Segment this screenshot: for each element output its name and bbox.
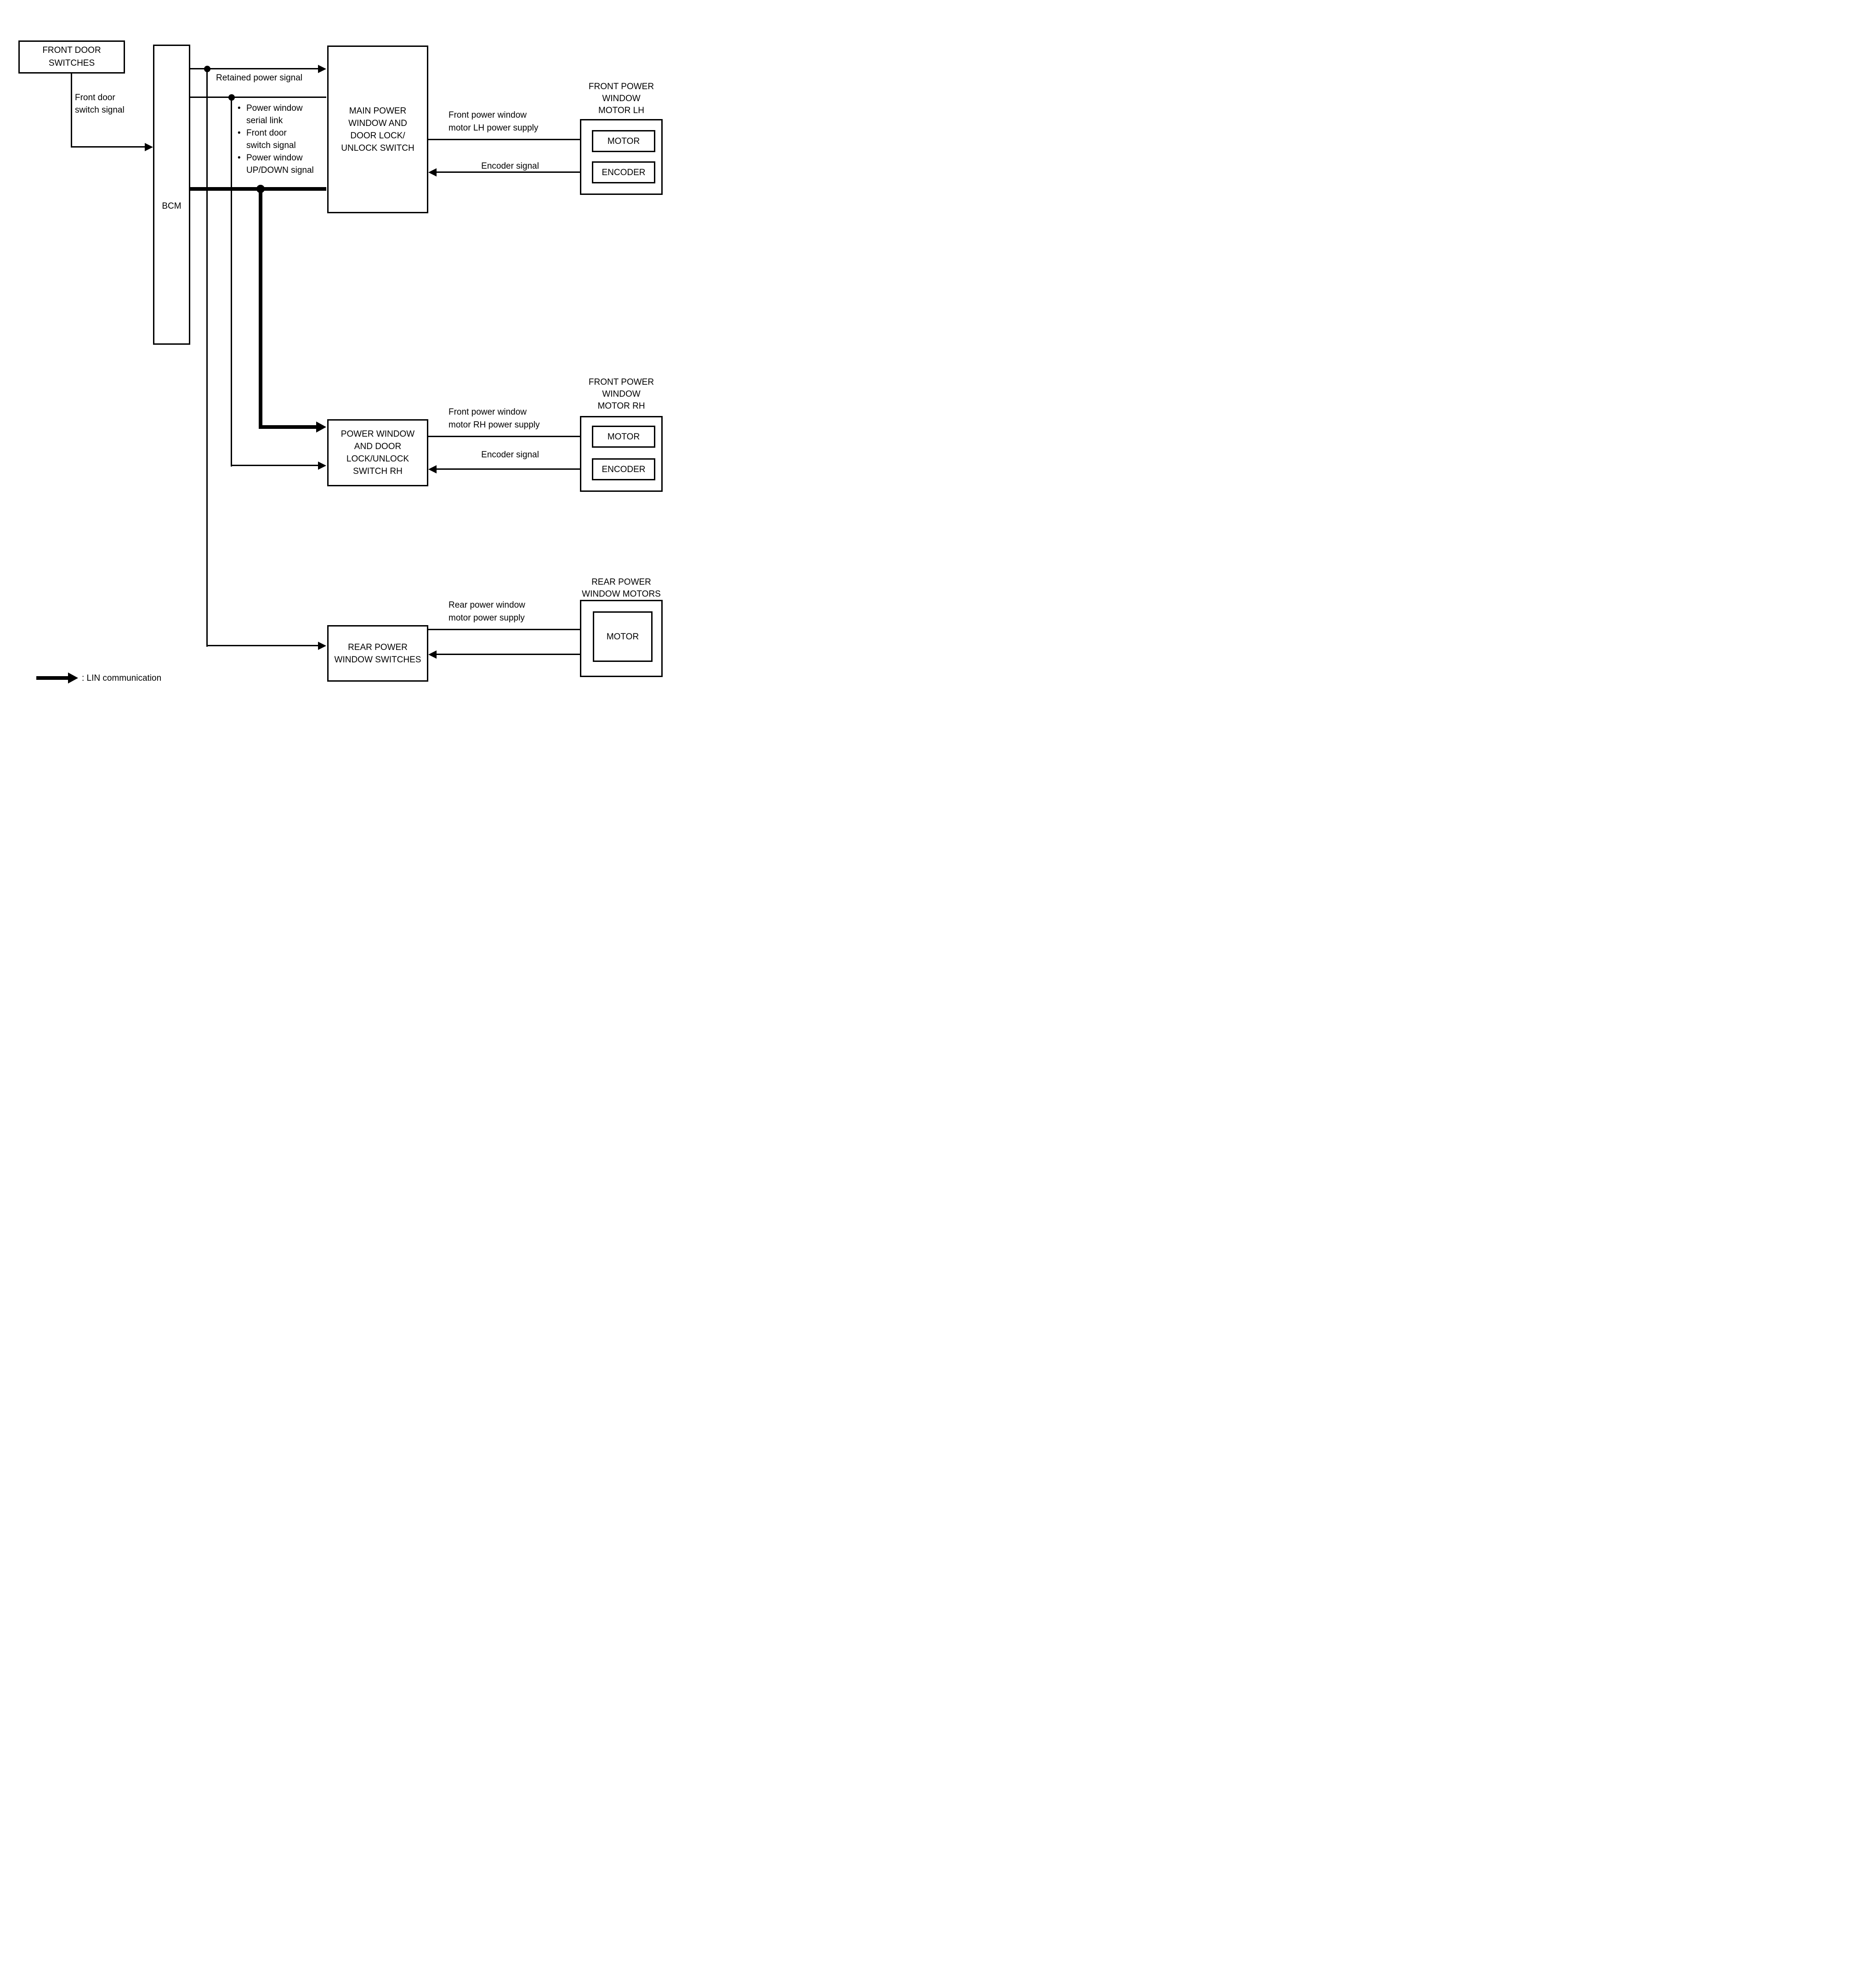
- arrowhead-into-rear-switches-icon: [318, 642, 326, 650]
- edge-label-rh-encoder-signal: Encoder signal: [481, 450, 539, 460]
- diagram-canvas: FRONT DOOR SWITCHES Front door switch si…: [0, 0, 680, 729]
- wire-rear-return-signal: [437, 654, 593, 655]
- wire-lh-encoder-signal: [437, 171, 592, 173]
- wire-front-door-signal-horizontal: [71, 146, 146, 148]
- node-title-rear-motors: REAR POWER WINDOW MOTORS: [582, 577, 661, 599]
- node-motor-lh: MOTOR: [592, 130, 655, 152]
- wire-front-door-signal-vertical: [71, 74, 72, 148]
- node-switch-rh: POWER WINDOW AND DOOR LOCK/UNLOCK SWITCH…: [327, 419, 428, 486]
- node-encoder-rh: ENCODER: [592, 458, 655, 480]
- wire-rear-power-supply: [428, 629, 585, 630]
- bullet-item: • Power window UP/DOWN signal: [238, 152, 314, 177]
- node-title-front-motor-rh: FRONT POWER WINDOW MOTOR RH: [588, 377, 654, 411]
- legend-lin-line: [36, 676, 69, 680]
- bullet-item: • Power window serial link: [238, 102, 314, 127]
- bullet-item: • Front door switch signal: [238, 127, 314, 152]
- arrowhead-into-switch-rh-icon: [318, 461, 326, 470]
- edge-label-front-door-switch-signal: Front door switch signal: [75, 93, 125, 115]
- wire-lin-into-switch-rh: [259, 425, 317, 429]
- node-rear-switches: REAR POWER WINDOW SWITCHES: [327, 625, 428, 682]
- node-bcm-label: BCM: [162, 201, 182, 211]
- wire-rh-power-supply: [428, 436, 584, 437]
- node-label-line: SWITCHES: [48, 58, 95, 68]
- legend-label: : LIN communication: [82, 673, 162, 683]
- wire-serial-link: [190, 97, 326, 98]
- bullet-icon: •: [238, 103, 241, 113]
- wire-lh-power-supply: [428, 139, 584, 140]
- wire-branch2-into-switch-rh: [231, 465, 318, 466]
- arrowhead-lh-encoder-into-main-icon: [428, 168, 437, 177]
- wire-retained-power-signal: [190, 68, 318, 69]
- node-encoder-lh: ENCODER: [592, 161, 655, 183]
- wire-branch2-vertical: [231, 97, 232, 467]
- edge-label-lh-power-supply: Front power window motor LH power supply: [449, 110, 539, 133]
- node-bcm: [153, 45, 190, 345]
- bullet-icon: •: [238, 128, 241, 138]
- arrowhead-retained-into-main-icon: [318, 65, 326, 73]
- node-main-switch: MAIN POWER WINDOW AND DOOR LOCK/ UNLOCK …: [327, 46, 428, 213]
- arrowhead-into-bcm-icon: [145, 143, 153, 151]
- arrowhead-lin-into-switch-rh-icon: [316, 422, 326, 433]
- arrowhead-rh-encoder-into-switch-icon: [428, 465, 437, 473]
- node-front-door-switches: FRONT DOOR SWITCHES: [18, 40, 125, 74]
- node-rear-motor: MOTOR: [593, 611, 653, 662]
- wire-branch1-vertical: [206, 68, 208, 647]
- bcm-signal-bullet-list: • Power window serial link • Front door …: [238, 102, 314, 177]
- node-label-line: FRONT DOOR: [42, 46, 101, 55]
- wire-rh-encoder-signal: [437, 468, 592, 470]
- node-motor-rh: MOTOR: [592, 426, 655, 448]
- bullet-icon: •: [238, 153, 241, 163]
- node-title-front-motor-lh: FRONT POWER WINDOW MOTOR LH: [588, 82, 654, 115]
- edge-label-rear-power-supply: Rear power window motor power supply: [449, 600, 525, 623]
- legend-arrowhead-icon: [68, 672, 78, 684]
- arrowhead-rear-return-into-switches-icon: [428, 650, 437, 659]
- wire-lin-vertical: [259, 187, 262, 429]
- edge-label-retained-power-signal: Retained power signal: [216, 73, 303, 83]
- wire-branch1-into-rear-switches: [206, 645, 318, 646]
- edge-label-rh-power-supply: Front power window motor RH power supply: [449, 407, 540, 430]
- edge-label-lh-encoder-signal: Encoder signal: [481, 161, 539, 171]
